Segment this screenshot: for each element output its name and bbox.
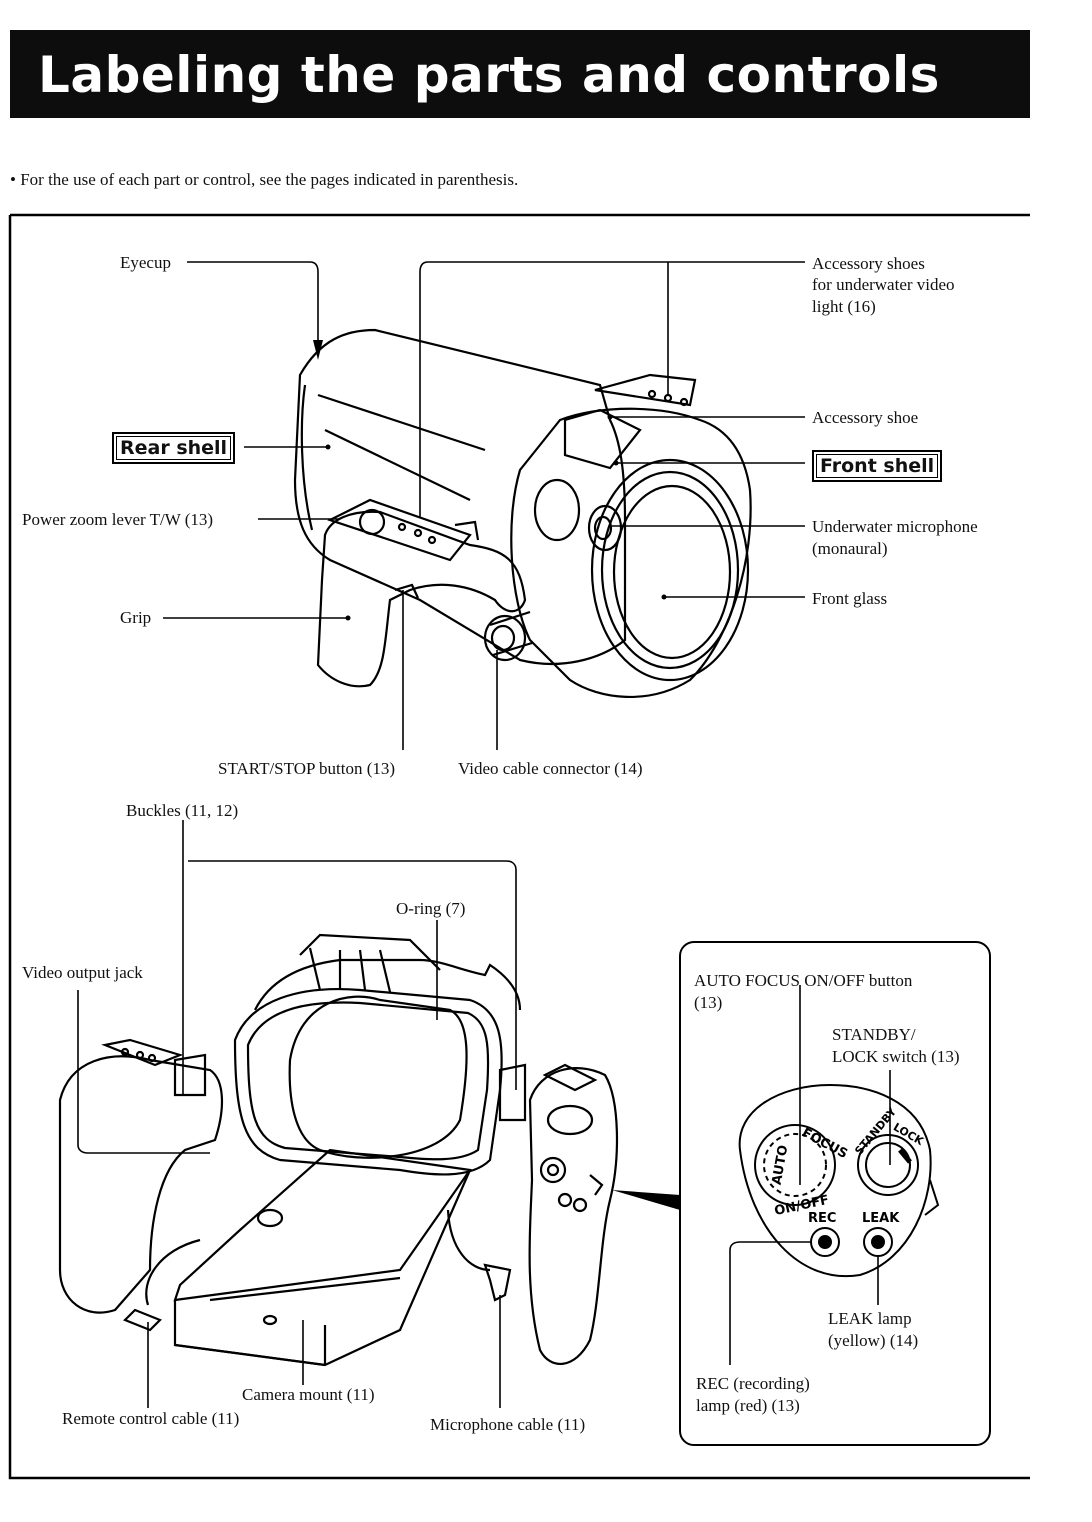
housing-open-illustration: [58, 933, 619, 1367]
title-bar: Labeling the parts and controls: [10, 30, 1030, 118]
label-auto-focus-line1: AUTO FOCUS ON/OFF button: [694, 971, 913, 990]
inset-frame: [679, 941, 991, 1446]
label-leak-lamp-line2: (yellow) (14): [828, 1331, 919, 1350]
dial-label-auto: AUTO: [770, 1144, 792, 1186]
label-standby-line1: STANDBY/: [832, 1025, 916, 1044]
label-standby-line2: LOCK switch (13): [832, 1047, 960, 1066]
label-eyecup: Eyecup: [120, 253, 171, 272]
label-power-zoom-lever: Power zoom lever T/W (13): [22, 510, 214, 529]
label-front-shell: Front shell: [812, 450, 943, 482]
page-title: Labeling the parts and controls: [38, 46, 940, 104]
label-accessory-shoes-line1: Accessory shoes: [812, 254, 925, 273]
label-video-cable-connector: Video cable connector (14): [458, 759, 643, 778]
label-leak-lamp-line1: LEAK lamp: [828, 1309, 912, 1328]
label-rec-lamp-line2: lamp (red) (13): [696, 1396, 800, 1415]
label-front-glass: Front glass: [812, 589, 888, 608]
label-accessory-shoe: Accessory shoe: [812, 408, 919, 427]
label-remote-control-cable: Remote control cable (11): [62, 1409, 240, 1428]
label-accessory-shoes-line2: for underwater video: [812, 275, 955, 294]
label-camera-mount: Camera mount (11): [242, 1385, 375, 1404]
intro-text: • For the use of each part or control, s…: [10, 170, 519, 189]
label-start-stop-button: START/STOP button (13): [218, 759, 396, 778]
leader-lines-inset: [729, 985, 891, 1365]
control-panel-illustration: [738, 1083, 940, 1278]
label-microphone-cable: Microphone cable (11): [430, 1415, 586, 1434]
dial-label-leak: LEAK: [862, 1211, 900, 1226]
dial-label-rec: REC: [808, 1211, 836, 1226]
label-rear-shell: Rear shell: [112, 432, 236, 464]
label-underwater-mic-line1: Underwater microphone: [812, 517, 978, 536]
outer-frame: [8, 213, 1030, 1480]
leader-lines-bottom: [77, 820, 517, 1408]
label-o-ring: O-ring (7): [396, 899, 466, 918]
label-auto-focus-line2: (13): [694, 993, 723, 1012]
label-grip: Grip: [120, 608, 152, 627]
label-video-output-jack: Video output jack: [22, 963, 143, 982]
leader-lines-top: [163, 261, 805, 750]
label-rec-lamp-line1: REC (recording): [696, 1374, 810, 1393]
housing-top-illustration: [293, 328, 752, 698]
label-accessory-shoes-line3: light (16): [812, 297, 876, 316]
dial-label-focus: FOCUS: [799, 1126, 850, 1162]
label-underwater-mic-line2: (monaural): [812, 539, 888, 558]
label-buckles: Buckles (11, 12): [126, 801, 239, 820]
